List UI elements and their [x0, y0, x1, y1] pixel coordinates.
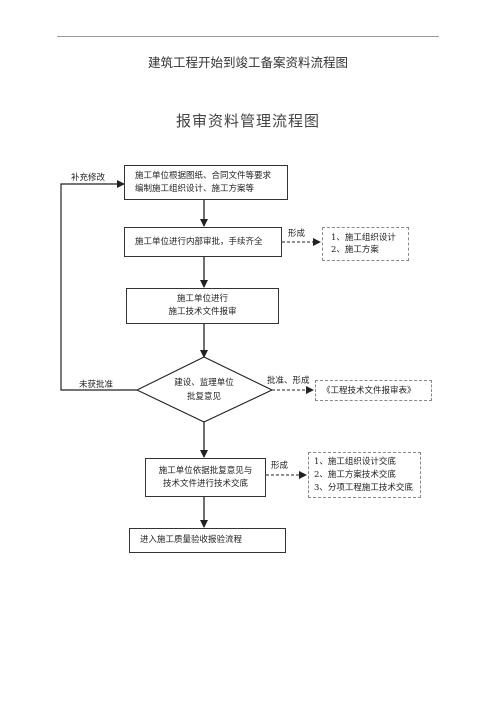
- step-prepare-documents: 施工单位根据图纸、合同文件等要求 编制施工组织设计、施工方案等: [124, 165, 288, 200]
- output-disclosure-item-3: 3、分项工程施工技术交底: [314, 482, 413, 493]
- document-title: 建筑工程开始到竣工备案资料流程图: [147, 55, 348, 70]
- output-disclosure-documents: 1、施工组织设计交底 2、施工方案技术交底 3、分项工程施工技术交底: [308, 452, 421, 498]
- label-revise: 补充修改: [71, 173, 106, 183]
- step-disclosure-line-1: 施工单位依据批复意见与: [158, 465, 253, 476]
- flowchart-title: 报审资料管理流程图: [175, 112, 320, 130]
- step-submit-line-1: 施工单位进行: [176, 294, 228, 304]
- output-approval-form: 《工程技术文件报审表》: [315, 380, 432, 401]
- step-prepare-line-2: 编制施工组织设计、施工方案等: [135, 183, 255, 194]
- output-review-item-1: 1、施工组织设计: [331, 233, 396, 243]
- step-technical-disclosure: 施工单位依据批复意见与 技术文件进行技术交底: [145, 458, 266, 497]
- step-internal-review-text: 施工单位进行内部审批，手续齐全: [135, 236, 263, 247]
- decision-line-2: 批复意见: [186, 392, 221, 402]
- step-submit-line-2: 施工技术文件报审: [168, 307, 237, 317]
- step-next-process: 进入施工质量验收报验流程: [129, 528, 286, 553]
- decision-approval-text: 建设、监理单位 批复意见: [150, 376, 258, 404]
- label-approve-form: 批准、形成: [267, 376, 310, 386]
- approval-decision-diamond: [135, 356, 274, 423]
- label-form-review: 形成: [288, 229, 306, 239]
- step-prepare-line-1: 施工单位根据图纸、合同文件等要求: [135, 170, 272, 181]
- label-form-disclosure: 形成: [271, 461, 289, 471]
- output-disclosure-item-2: 2、施工方案技术交底: [314, 469, 396, 480]
- step-next-text: 进入施工质量验收报验流程: [140, 535, 243, 545]
- arrow-not-approved-loop: [60, 180, 137, 391]
- step-submit-for-approval: 施工单位进行 施工技术文件报审: [126, 288, 279, 324]
- output-review-documents: 1、施工组织设计 2、施工方案: [322, 227, 409, 261]
- output-review-item-2: 2、施工方案: [331, 245, 379, 255]
- header-rule: [57, 36, 439, 37]
- output-disclosure-item-1: 1、施工组织设计交底: [314, 456, 396, 467]
- decision-line-1: 建设、监理单位: [174, 378, 234, 388]
- label-not-approved: 未获批准: [79, 380, 114, 390]
- step-internal-review: 施工单位进行内部审批，手续齐全: [124, 227, 282, 257]
- step-disclosure-line-2: 技术文件进行技术交底: [162, 478, 248, 489]
- output-approval-form-text: 《工程技术文件报审表》: [322, 385, 416, 396]
